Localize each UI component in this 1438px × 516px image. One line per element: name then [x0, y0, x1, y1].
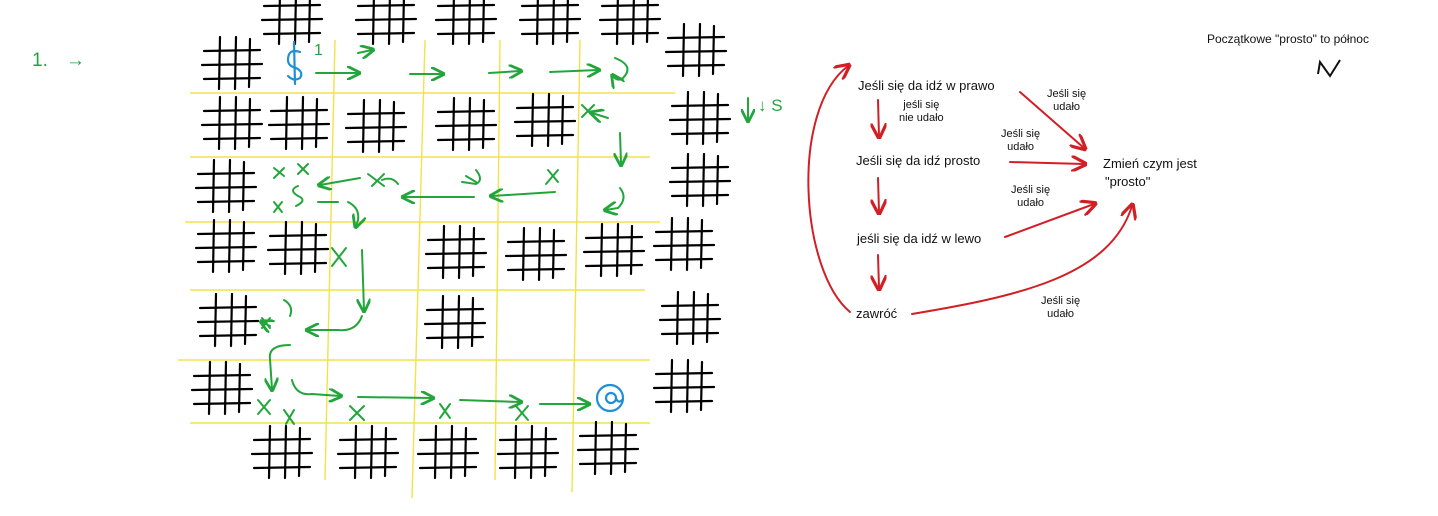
wall-block	[668, 90, 732, 146]
wall-block	[344, 98, 408, 154]
start-marker	[286, 40, 303, 86]
label-ok-straight-line2: udało	[1007, 141, 1035, 153]
wall-block	[434, 0, 498, 46]
top-note: Początkowe "prosto" to północ	[1207, 32, 1369, 46]
wall-block	[504, 226, 568, 282]
markers	[286, 40, 625, 413]
label-not-ok: jeśli się nie udało	[899, 99, 944, 125]
wall-block	[668, 152, 732, 208]
wall-block	[266, 220, 330, 276]
wall-block	[190, 360, 254, 416]
label-ok-right-line2: udało	[1053, 101, 1081, 113]
wall-block	[416, 424, 480, 480]
maze-grid	[178, 39, 675, 499]
wall-block	[658, 290, 722, 346]
label-ok-right: Jeśli się udało	[1047, 88, 1086, 114]
start-direction-label: 1	[314, 42, 323, 59]
wall-block	[576, 420, 640, 476]
label-ok-right-line1: Jeśli się	[1047, 88, 1087, 100]
maze-walls	[190, 0, 732, 480]
label-ok-back-line1: Jeśli się	[1041, 295, 1081, 307]
step-left: jeśli się da idź w lewo	[857, 231, 982, 246]
wall-block	[200, 35, 264, 91]
step-back: zawróć	[856, 306, 898, 321]
solution-path	[258, 50, 748, 425]
wall-block	[518, 0, 582, 46]
step-straight: Jeśli się da idź prosto	[856, 153, 981, 168]
label-ok-back-line2: udało	[1047, 308, 1075, 320]
wall-block	[652, 216, 716, 272]
wall-block	[336, 424, 400, 480]
wall-block	[582, 222, 646, 278]
wall-block	[423, 294, 487, 350]
wall-block	[196, 292, 260, 348]
change-straight-line1: Zmień czym jest	[1103, 156, 1197, 171]
wall-block	[194, 218, 258, 274]
wall-block	[250, 424, 314, 480]
wall-block	[424, 224, 488, 280]
wall-block	[664, 22, 728, 78]
wall-block	[513, 92, 577, 148]
wall-block	[652, 358, 716, 414]
wall-block	[267, 95, 331, 151]
wall-block	[434, 96, 498, 152]
wall-block	[598, 0, 662, 46]
label-ok-left: Jeśli się udało	[1011, 184, 1050, 210]
label-ok-straight-line1: Jeśli się	[1001, 128, 1041, 140]
wall-block	[496, 424, 560, 480]
change-straight-line2: "prosto"	[1105, 174, 1151, 189]
wall-block	[260, 0, 324, 46]
side-note: ↓ S	[758, 96, 783, 115]
label-ok-straight: Jeśli się udało	[1001, 128, 1040, 154]
north-symbol	[1317, 59, 1341, 78]
flowchart-arrows	[807, 66, 1132, 315]
goal-marker	[595, 383, 625, 413]
wall-block	[354, 0, 418, 46]
label-ok-back: Jeśli się udało	[1041, 295, 1080, 321]
step-arrow: →	[66, 50, 85, 71]
label-ok-left-line2: udało	[1017, 197, 1045, 209]
label-ok-left-line1: Jeśli się	[1011, 184, 1051, 196]
step-number: 1.	[32, 50, 48, 71]
label-not-ok-line1: jeśli się	[903, 99, 940, 111]
label-not-ok-line2: nie udało	[899, 112, 944, 124]
wall-block	[194, 158, 258, 214]
step-right: Jeśli się da idź w prawo	[858, 78, 995, 93]
wall-block	[200, 95, 264, 151]
